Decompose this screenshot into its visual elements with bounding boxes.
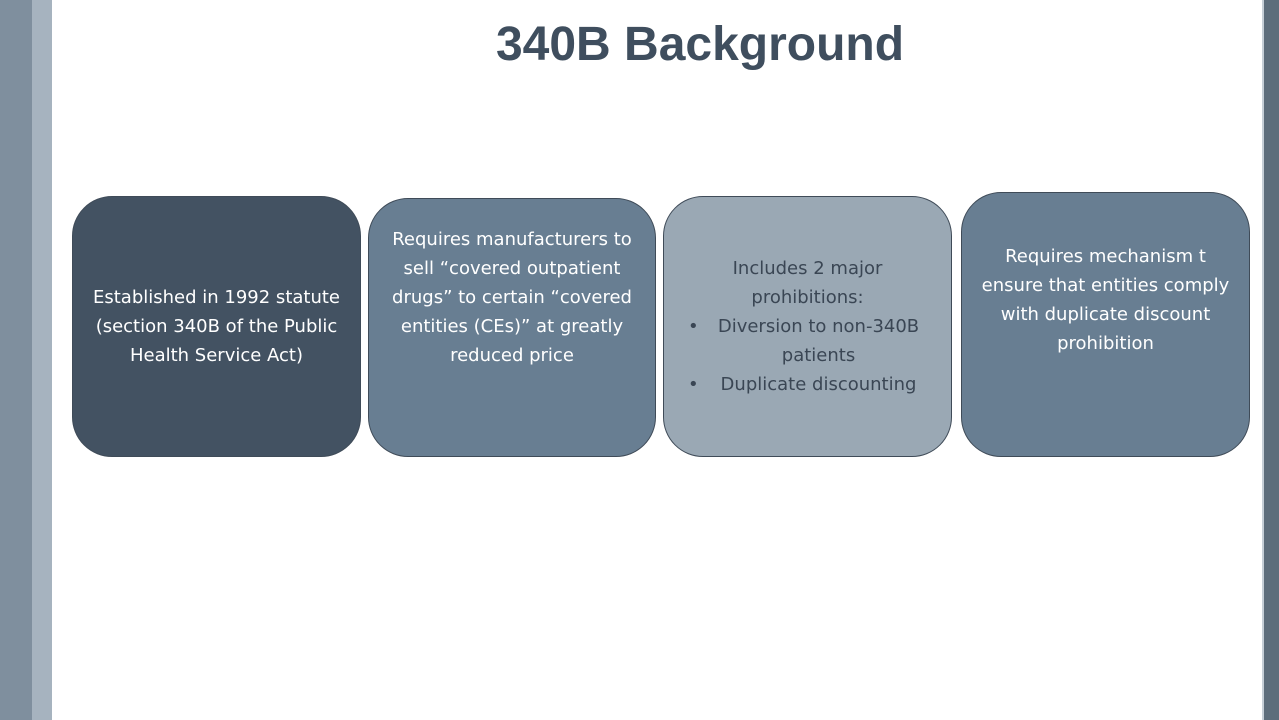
info-box-mechanism: Requires mechanism t ensure that entitie… <box>961 192 1250 457</box>
info-box-requirements: Requires manufacturers to sell “covered … <box>368 198 656 457</box>
left-accent-bar-outer <box>0 0 32 720</box>
bullet-icon: • <box>688 374 699 395</box>
list-item: • Duplicate discounting <box>678 370 937 399</box>
info-box-prohibitions: Includes 2 major prohibitions: • Diversio… <box>663 196 952 457</box>
info-box-intro: Includes 2 major prohibitions: <box>732 258 883 308</box>
list-item-text: Diversion to non-340B patients <box>717 316 920 366</box>
list-item: • Diversion to non-340B patients <box>678 312 937 370</box>
left-accent-bar-inner <box>32 0 52 720</box>
list-item-text: Duplicate discounting <box>720 374 917 395</box>
slide-title: 340B Background <box>495 18 905 71</box>
right-accent-bar-outer <box>1264 0 1279 720</box>
info-box-text: Requires manufacturers to sell “covered … <box>392 229 632 366</box>
right-accent-bar-inner <box>1262 0 1264 720</box>
info-box-text: Requires mechanism t ensure that entitie… <box>981 245 1230 354</box>
info-box-established: Established in 1992 statute (section 340… <box>72 196 361 457</box>
bullet-icon: • <box>688 316 699 337</box>
prohibitions-list: • Diversion to non-340B patients • Duplica… <box>678 312 937 399</box>
info-box-text: Established in 1992 statute (section 340… <box>93 287 340 366</box>
